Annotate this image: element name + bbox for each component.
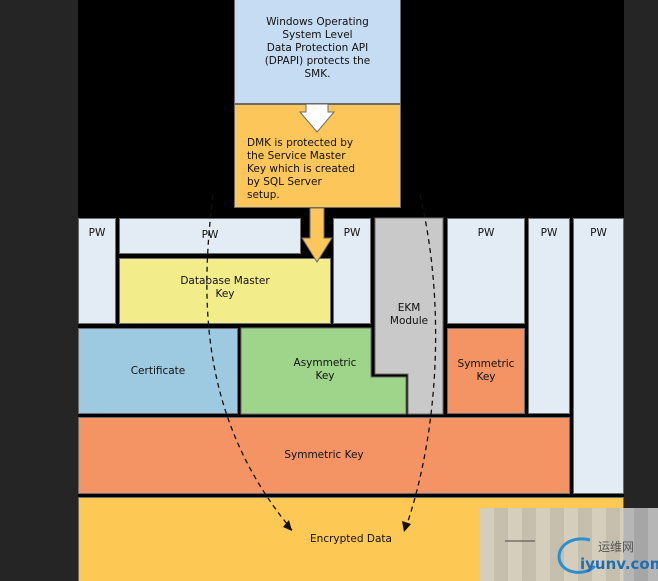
pw-label-6: PW: [590, 227, 607, 239]
database-master-key-box: Database Master Key: [119, 258, 331, 324]
asymmetric-key-label: Asymmetric Key: [293, 357, 357, 382]
watermark-cn-text: 运维网: [598, 540, 635, 554]
symmetric-key-label: Symmetric Key: [284, 449, 364, 461]
database-master-key-label: Database Master Key: [180, 275, 270, 300]
pw-label-1: PW: [88, 227, 106, 239]
asymmetric-key-label-box: Asymmetric Key: [290, 352, 360, 388]
pw-label-5: PW: [540, 227, 558, 239]
pw-column-1: PW: [78, 218, 116, 324]
pw-label-3: PW: [343, 227, 361, 239]
pw-column-5: PW: [528, 218, 570, 414]
dpapi-box: Windows Operating System Level Data Prot…: [234, 0, 401, 104]
pw-box-dmk: PW: [119, 218, 301, 254]
ekm-module-label: EKM Module: [389, 302, 429, 327]
certificate-box: Certificate: [78, 328, 238, 414]
watermark-en-text: iyunv.com: [580, 555, 658, 573]
certificate-label: Certificate: [130, 364, 186, 377]
dmk-box: DMK is protected by the Service Master K…: [234, 104, 401, 208]
pw-column-6: PW: [573, 218, 624, 494]
dpapi-text: Windows Operating System Level Data Prot…: [264, 16, 371, 80]
encrypted-data-label: Encrypted Data: [310, 533, 392, 545]
symmetric-key-small-label: Symmetric Key: [457, 358, 515, 383]
dmk-text: DMK is protected by the Service Master K…: [247, 137, 356, 201]
pw-column-4: PW: [447, 218, 525, 324]
symmetric-key-small-box: Symmetric Key: [447, 328, 525, 414]
pw-column-3: PW: [333, 218, 371, 324]
symmetric-key-box: Symmetric Key: [78, 417, 570, 494]
pw-label-4: PW: [477, 227, 495, 239]
ekm-module-label-box: EKM Module: [375, 290, 443, 340]
pw-label-2: PW: [201, 229, 219, 241]
